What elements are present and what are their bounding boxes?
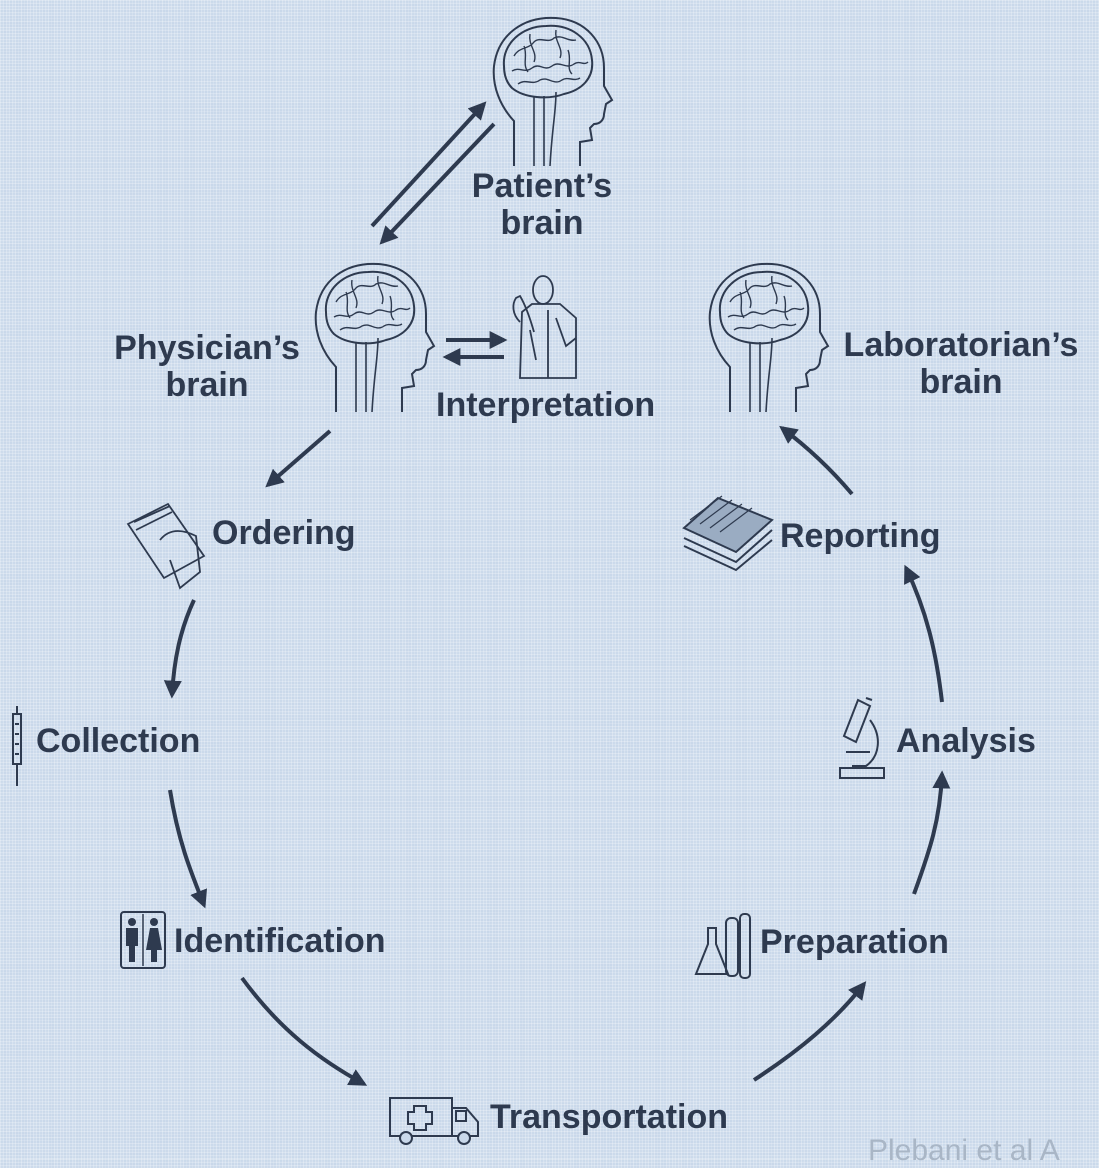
physician-brain-label: Physician’s brain: [104, 330, 310, 403]
analysis-label: Analysis: [896, 722, 1036, 760]
patient-head-icon: [492, 16, 613, 167]
reporting-label: Reporting: [780, 517, 941, 555]
transportation-label: Transportation: [490, 1098, 729, 1136]
lab-glassware-icon: [694, 913, 751, 979]
interpretation-exchange-arrows: [442, 331, 508, 366]
preparation-label: Preparation: [760, 923, 949, 961]
report-stack-icon: [682, 495, 774, 572]
arrow-transportation-to-preparation: [752, 981, 867, 1082]
laboratorian-head-icon: [708, 262, 829, 413]
laboratorian-brain-label-line1: Laboratorian’s: [843, 326, 1079, 364]
patient-brain-label-line2: brain: [500, 203, 584, 242]
identification-label: Identification: [174, 922, 386, 960]
source-watermark: Plebani et al A: [868, 1134, 1060, 1167]
arrow-identification-to-transportation: [240, 976, 368, 1086]
collection-label: Collection: [36, 722, 201, 760]
arrow-analysis-to-reporting: [904, 564, 944, 703]
arrow-reporting-to-laboratorian: [779, 425, 854, 496]
physician-brain-label-line1: Physician’s: [114, 329, 300, 367]
arrow-physician-to-ordering: [265, 429, 332, 488]
physician-figure-icon: [512, 275, 577, 379]
microscope-icon: [839, 697, 885, 779]
patient-brain-label-line1: Patient’s: [471, 167, 613, 205]
ambulance-icon: [389, 1097, 479, 1145]
patient-to-physician-arrow: [379, 122, 496, 245]
patient-brain-label: Patient’s brain: [456, 168, 628, 241]
laboratorian-brain-label: Laboratorian’s brain: [832, 327, 1090, 400]
ordering-label: Ordering: [212, 514, 356, 552]
arrow-preparation-to-analysis: [912, 770, 951, 895]
arrow-ordering-to-collection: [163, 599, 196, 699]
interpretation-label: Interpretation: [436, 386, 656, 424]
arrow-collection-to-identification: [168, 789, 208, 909]
people-sign-icon: [120, 911, 166, 969]
physician-brain-label-line2: brain: [165, 365, 249, 404]
physician-to-patient-arrow: [370, 101, 487, 228]
order-form-icon: [126, 502, 206, 590]
laboratorian-brain-label-line2: brain: [919, 362, 1003, 401]
syringe-icon: [12, 706, 22, 786]
physician-head-icon: [314, 262, 435, 413]
